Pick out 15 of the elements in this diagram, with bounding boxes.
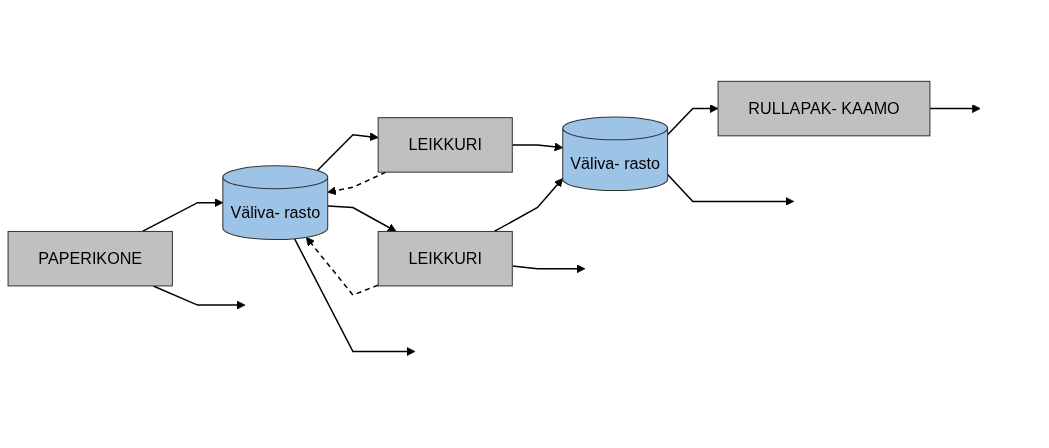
arrow: [666, 173, 795, 206]
node-box: PAPERIKONE: [7, 230, 173, 287]
node-box: LEIKKURI: [377, 117, 513, 173]
arrow: [316, 132, 379, 172]
arrow: [305, 236, 379, 296]
node-box: RULLAPAK- KAAMO: [717, 80, 931, 137]
arrow: [293, 237, 416, 356]
node-box: LEIKKURI: [377, 230, 513, 287]
arrow: [929, 104, 981, 113]
arrow: [493, 178, 564, 233]
arrow: [141, 198, 224, 233]
arrow: [152, 285, 246, 310]
arrow: [666, 104, 719, 136]
arrow: [327, 171, 387, 196]
arrow: [326, 205, 397, 232]
